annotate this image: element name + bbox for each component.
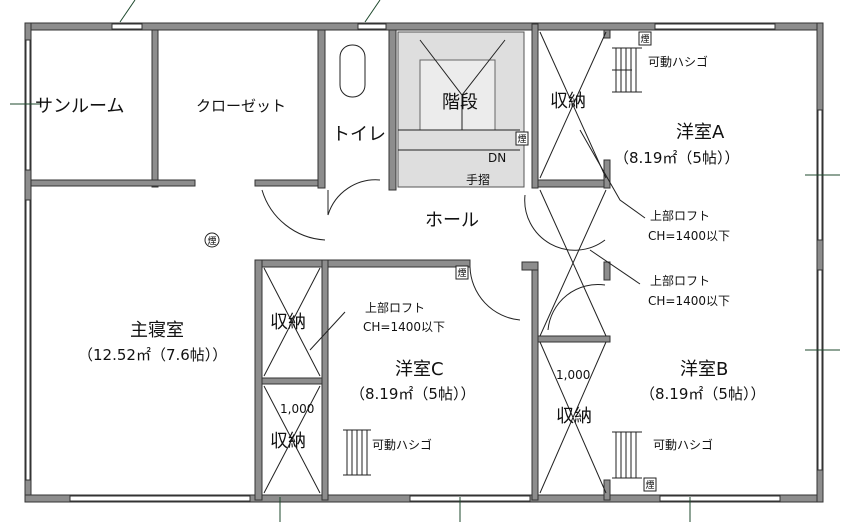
- label-dimension-b: 1,000: [556, 368, 590, 382]
- storage-cross-marks: [263, 31, 607, 494]
- svg-text:煙: 煙: [518, 134, 527, 145]
- ladder-b: [612, 431, 642, 479]
- label-hall: ホール: [425, 210, 479, 231]
- stair-landing: [419, 59, 496, 131]
- svg-text:煙: 煙: [208, 236, 217, 247]
- ladder-c: [343, 429, 371, 476]
- label-room-b-area: （8.19㎡（5帖））: [640, 385, 765, 403]
- label-ladder-a: 可動ハシゴ: [648, 54, 708, 69]
- label-ceiling-c: CH=1400以下: [363, 320, 445, 334]
- smoke-detector-icon: 煙: [643, 477, 657, 492]
- label-loft-b: 上部ロフト: [650, 273, 710, 288]
- smoke-detector-icon: 煙: [204, 232, 220, 248]
- label-ceiling-a: CH=1400以下: [648, 229, 730, 243]
- label-handrail: 手摺: [466, 172, 490, 187]
- label-ceiling-b: CH=1400以下: [648, 294, 730, 308]
- ladder-a: [612, 47, 642, 93]
- stair-lines: [398, 39, 520, 151]
- label-master-area: （12.52㎡（7.6帖））: [78, 346, 227, 364]
- label-room-a-area: （8.19㎡（5帖））: [614, 149, 739, 167]
- svg-text:煙: 煙: [646, 480, 655, 491]
- door-swings: [261, 179, 606, 331]
- svg-text:煙: 煙: [641, 34, 650, 45]
- outer-walls: [24, 22, 824, 503]
- label-ladder-b: 可動ハシゴ: [653, 437, 713, 452]
- label-loft-a: 上部ロフト: [650, 208, 710, 223]
- smoke-detector-icon: 煙: [455, 265, 469, 280]
- label-master: 主寝室: [130, 320, 184, 341]
- leader-lines: [309, 129, 646, 351]
- label-room-a: 洋室A: [676, 122, 725, 143]
- label-stairs-dn: DN: [488, 151, 506, 165]
- grid-marks: [10, 0, 840, 522]
- smoke-detector-icon: 煙: [638, 31, 652, 46]
- label-room-b: 洋室B: [680, 359, 728, 380]
- label-toilet: トイレ: [332, 124, 386, 145]
- toilet-fixture: [339, 44, 366, 98]
- label-storage-a: 収納: [550, 91, 586, 112]
- label-loft-c: 上部ロフト: [365, 300, 425, 315]
- label-dimension-c: 1,000: [280, 402, 314, 416]
- label-storage-c1: 収納: [270, 312, 306, 333]
- label-room-c-area: （8.19㎡（5帖））: [350, 385, 475, 403]
- interior-walls: [30, 23, 611, 501]
- smoke-detector-icon: 煙: [515, 131, 529, 146]
- svg-text:煙: 煙: [458, 268, 467, 279]
- label-storage-b: 収納: [556, 406, 592, 427]
- label-room-c: 洋室C: [395, 359, 444, 380]
- label-ladder-c: 可動ハシゴ: [372, 437, 432, 452]
- label-storage-c2: 収納: [270, 431, 306, 452]
- label-sunroom: サンルーム: [35, 96, 124, 117]
- label-stairs: 階段: [442, 92, 478, 113]
- label-closet: クローゼット: [196, 97, 286, 115]
